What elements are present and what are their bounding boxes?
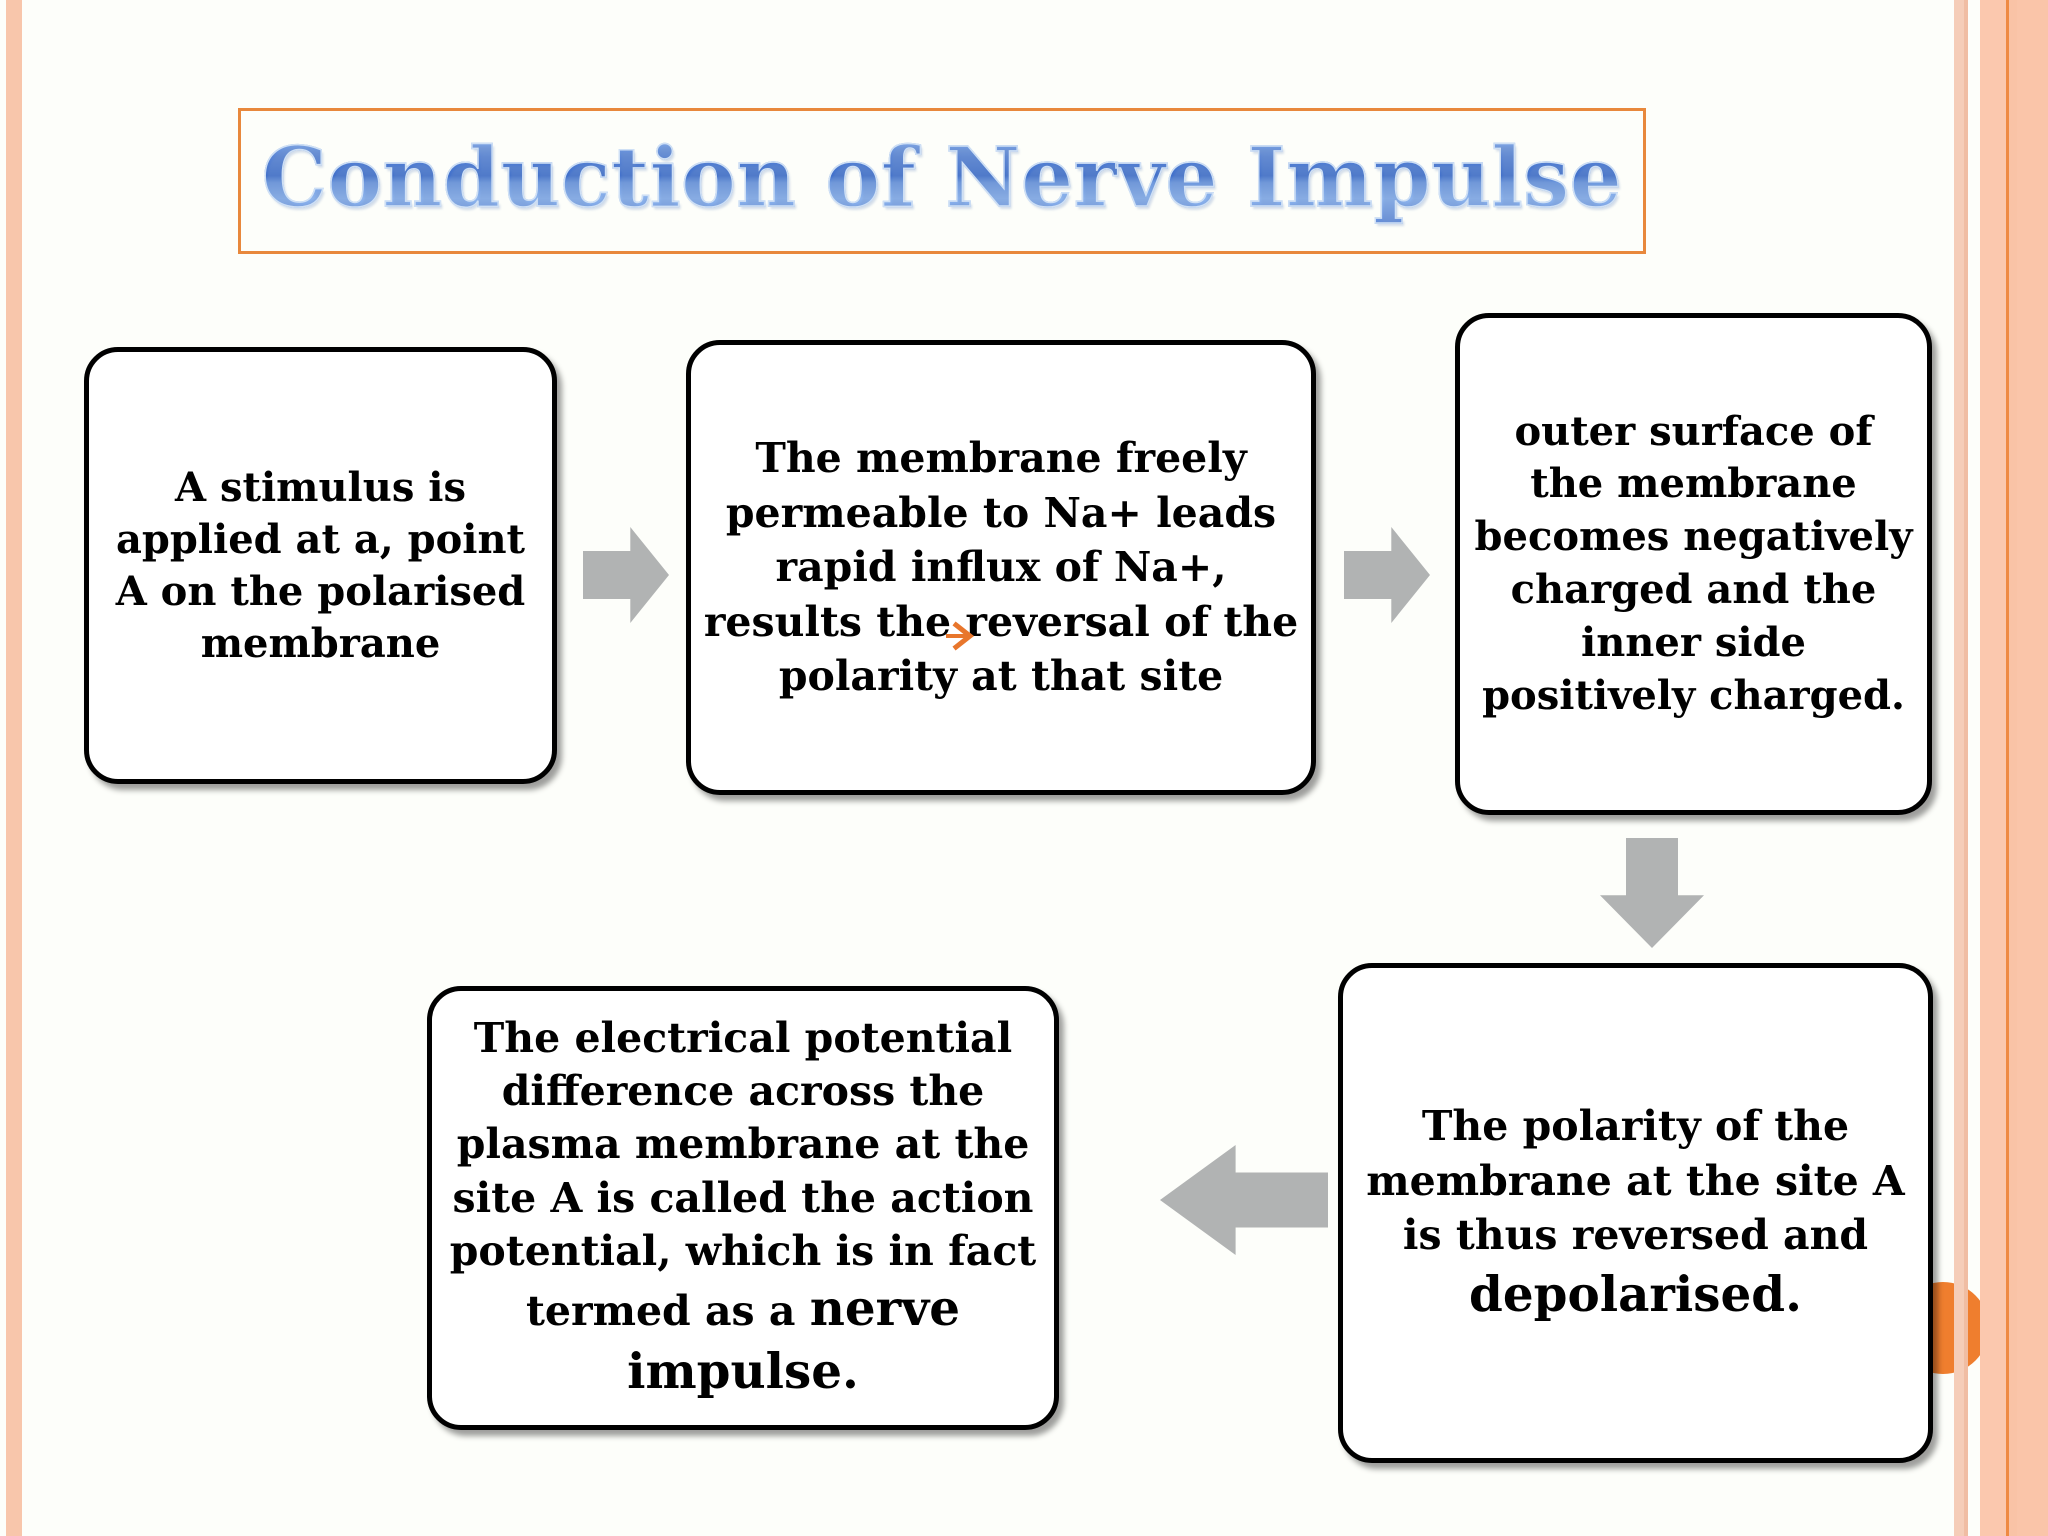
flow-box-permeable[interactable]: The membrane freely permeable to Na+ lea… [686, 340, 1316, 795]
polarity-emphasis-text: depolarised. [1469, 1266, 1802, 1323]
flow-box-stimulus-text: A stimulus is applied at a, point A on t… [115, 463, 526, 667]
arrow-right-icon-stimulus-to-permeable [583, 527, 669, 623]
page-title: Conduction of Nerve Impulse [261, 130, 1623, 226]
right-edge-stripe-5 [2009, 0, 2017, 1536]
flow-box-polarity-reversed[interactable]: The polarity of the membrane at the site… [1338, 963, 1933, 1463]
flow-box-permeable-text: The membrane freely permeable to Na+ lea… [703, 434, 1299, 701]
action-normal-text: The electrical potential difference acro… [449, 1013, 1037, 1336]
flow-box-action-potential[interactable]: The electrical potential difference acro… [427, 986, 1059, 1430]
arrow-right-icon-permeable-to-outer [1344, 527, 1430, 623]
left-edge-stripe [6, 0, 22, 1536]
right-edge-stripe-3 [1980, 0, 2006, 1536]
flow-box-polarity-reversed-text: The polarity of the membrane at the site… [1343, 1099, 1928, 1327]
title-frame: Conduction of Nerve Impulse [238, 108, 1646, 254]
flow-box-outer-surface-text: outer surface of the membrane becomes ne… [1474, 407, 1913, 719]
flow-box-outer-surface[interactable]: outer surface of the membrane becomes ne… [1455, 313, 1932, 815]
flow-box-stimulus[interactable]: A stimulus is applied at a, point A on t… [84, 347, 557, 784]
polarity-normal-text: The polarity of the membrane at the site… [1366, 1102, 1905, 1260]
action-emphasis-text: nerve impulse. [627, 1281, 961, 1401]
flow-box-action-potential-text: The electrical potential difference acro… [432, 1012, 1054, 1404]
arrow-down-icon-outer-to-polarity [1600, 838, 1704, 948]
right-edge-stripe-4 [2006, 0, 2009, 1536]
arrow-left-icon-polarity-to-action [1160, 1145, 1328, 1255]
right-edge-stripe-6 [2017, 0, 2048, 1536]
